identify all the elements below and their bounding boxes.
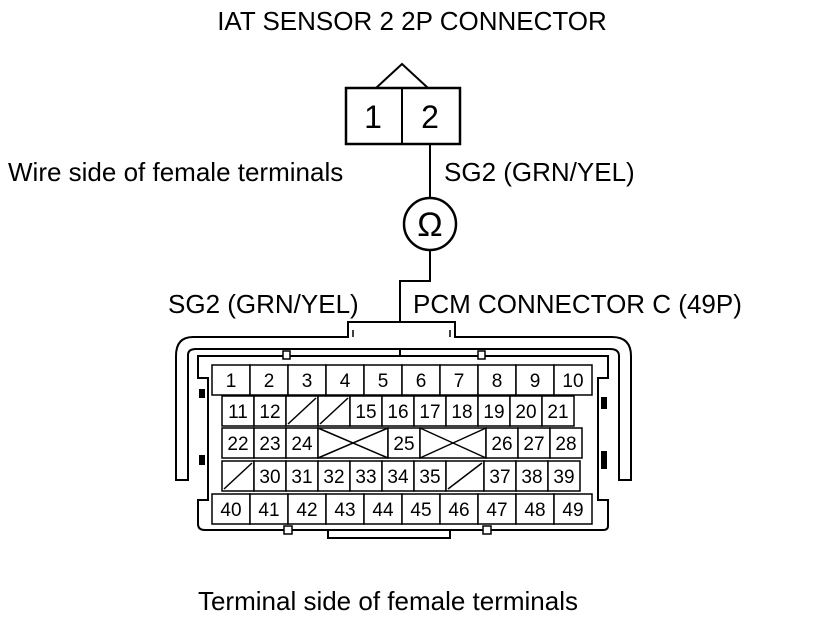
empty-cavity-cross — [419, 427, 487, 459]
pin-cell — [477, 395, 511, 427]
pin-label: 17 — [419, 402, 440, 423]
pin-label: 5 — [378, 371, 389, 392]
pin-label: 7 — [454, 371, 465, 392]
pin-label: 12 — [259, 402, 280, 423]
pin-cell — [249, 493, 289, 525]
ohm-symbol: Ω — [417, 206, 442, 244]
pin-label: 32 — [323, 467, 344, 488]
pin-label: 4 — [340, 371, 351, 392]
pin-label-highlighted: 16 — [387, 402, 408, 423]
pin-label: 19 — [483, 402, 504, 423]
pin-cell — [349, 460, 383, 492]
pin-label: 41 — [258, 500, 279, 521]
pin-label: 2 — [264, 371, 275, 392]
pin-label: 25 — [393, 434, 414, 455]
pin-cell — [445, 395, 479, 427]
pin-cell — [381, 460, 415, 492]
pin-label: 24 — [291, 434, 313, 455]
pin-label: 18 — [451, 402, 472, 423]
pin-label: 3 — [302, 371, 313, 392]
pin-label: 22 — [227, 434, 248, 455]
pin-label: 35 — [419, 467, 440, 488]
pin-label: 33 — [355, 467, 376, 488]
pin-label: 8 — [492, 371, 503, 392]
empty-cavity-cross — [317, 427, 389, 459]
wire-top-label: SG2 (GRN/YEL) — [444, 157, 635, 187]
pin-label: 40 — [220, 500, 241, 521]
pin-cell — [285, 427, 319, 459]
pin-cell — [387, 427, 421, 459]
pin-label: 27 — [523, 434, 544, 455]
pin-label: 1 — [226, 371, 237, 392]
pin-label: 9 — [530, 371, 541, 392]
pin-cell — [221, 427, 255, 459]
pcm-connector-label: PCM CONNECTOR C (49P) — [413, 289, 742, 319]
pin-cell — [515, 493, 555, 525]
pin-label: 45 — [410, 500, 431, 521]
sensor-latch — [375, 62, 429, 89]
pin-label: 28 — [555, 434, 576, 455]
pin-cell — [439, 364, 479, 396]
pin-label: 47 — [486, 500, 507, 521]
sensor-connector: 1 2 — [344, 86, 462, 146]
pin-cell — [211, 364, 251, 396]
pin-label: 20 — [515, 402, 536, 423]
pin-cell — [363, 493, 403, 525]
pin-label: 44 — [372, 500, 394, 521]
pin-cell — [549, 427, 583, 459]
sensor-pin-1: 1 — [364, 99, 382, 135]
pin-label: 48 — [524, 500, 545, 521]
pin-cell — [547, 460, 581, 492]
empty-cavity-slash — [223, 462, 253, 490]
pin-cell — [253, 460, 287, 492]
terminal-side-label: Terminal side of female terminals — [198, 586, 578, 616]
pin-cell — [401, 364, 441, 396]
pin-cell — [483, 460, 517, 492]
pin-label: 11 — [228, 402, 248, 423]
pin-label: 38 — [521, 467, 542, 488]
pin-cell — [477, 364, 517, 396]
pin-label: 31 — [291, 467, 312, 488]
pin-cell — [325, 493, 365, 525]
pin-cell — [363, 364, 403, 396]
pin-label: 30 — [259, 467, 280, 488]
pin-label: 49 — [562, 500, 583, 521]
wire-pcm-label: SG2 (GRN/YEL) — [168, 289, 359, 319]
pin-cell — [285, 460, 319, 492]
pin-cell — [553, 364, 593, 396]
empty-cavity-slash — [287, 397, 317, 425]
pin-cell — [485, 427, 519, 459]
pin-label: 26 — [491, 434, 512, 455]
pin-label: 46 — [448, 500, 469, 521]
pin-label: 10 — [562, 371, 583, 392]
pin-label: 15 — [355, 402, 376, 423]
pin-cell — [253, 427, 287, 459]
pin-label: 23 — [259, 434, 280, 455]
pin-label: 21 — [547, 402, 568, 423]
title: IAT SENSOR 2 2P CONNECTOR — [217, 6, 607, 36]
pin-cell — [401, 493, 441, 525]
pin-label: 34 — [387, 467, 409, 488]
wire-side-label: Wire side of female terminals — [8, 157, 343, 187]
ohmmeter-icon: Ω — [402, 196, 458, 252]
pin-cell — [553, 493, 593, 525]
pin-label: 39 — [553, 467, 574, 488]
pin-cell — [317, 460, 351, 492]
pin-label: 6 — [416, 371, 427, 392]
sensor-pin-2: 2 — [421, 99, 439, 135]
pin-cell — [477, 493, 517, 525]
empty-cavity-slash — [447, 462, 483, 490]
pin-label: 43 — [334, 500, 355, 521]
empty-cavity-slash — [319, 397, 349, 425]
pin-cell — [541, 395, 575, 427]
pin-label: 42 — [296, 500, 317, 521]
pin-cell — [413, 460, 447, 492]
pin-label: 37 — [489, 467, 510, 488]
